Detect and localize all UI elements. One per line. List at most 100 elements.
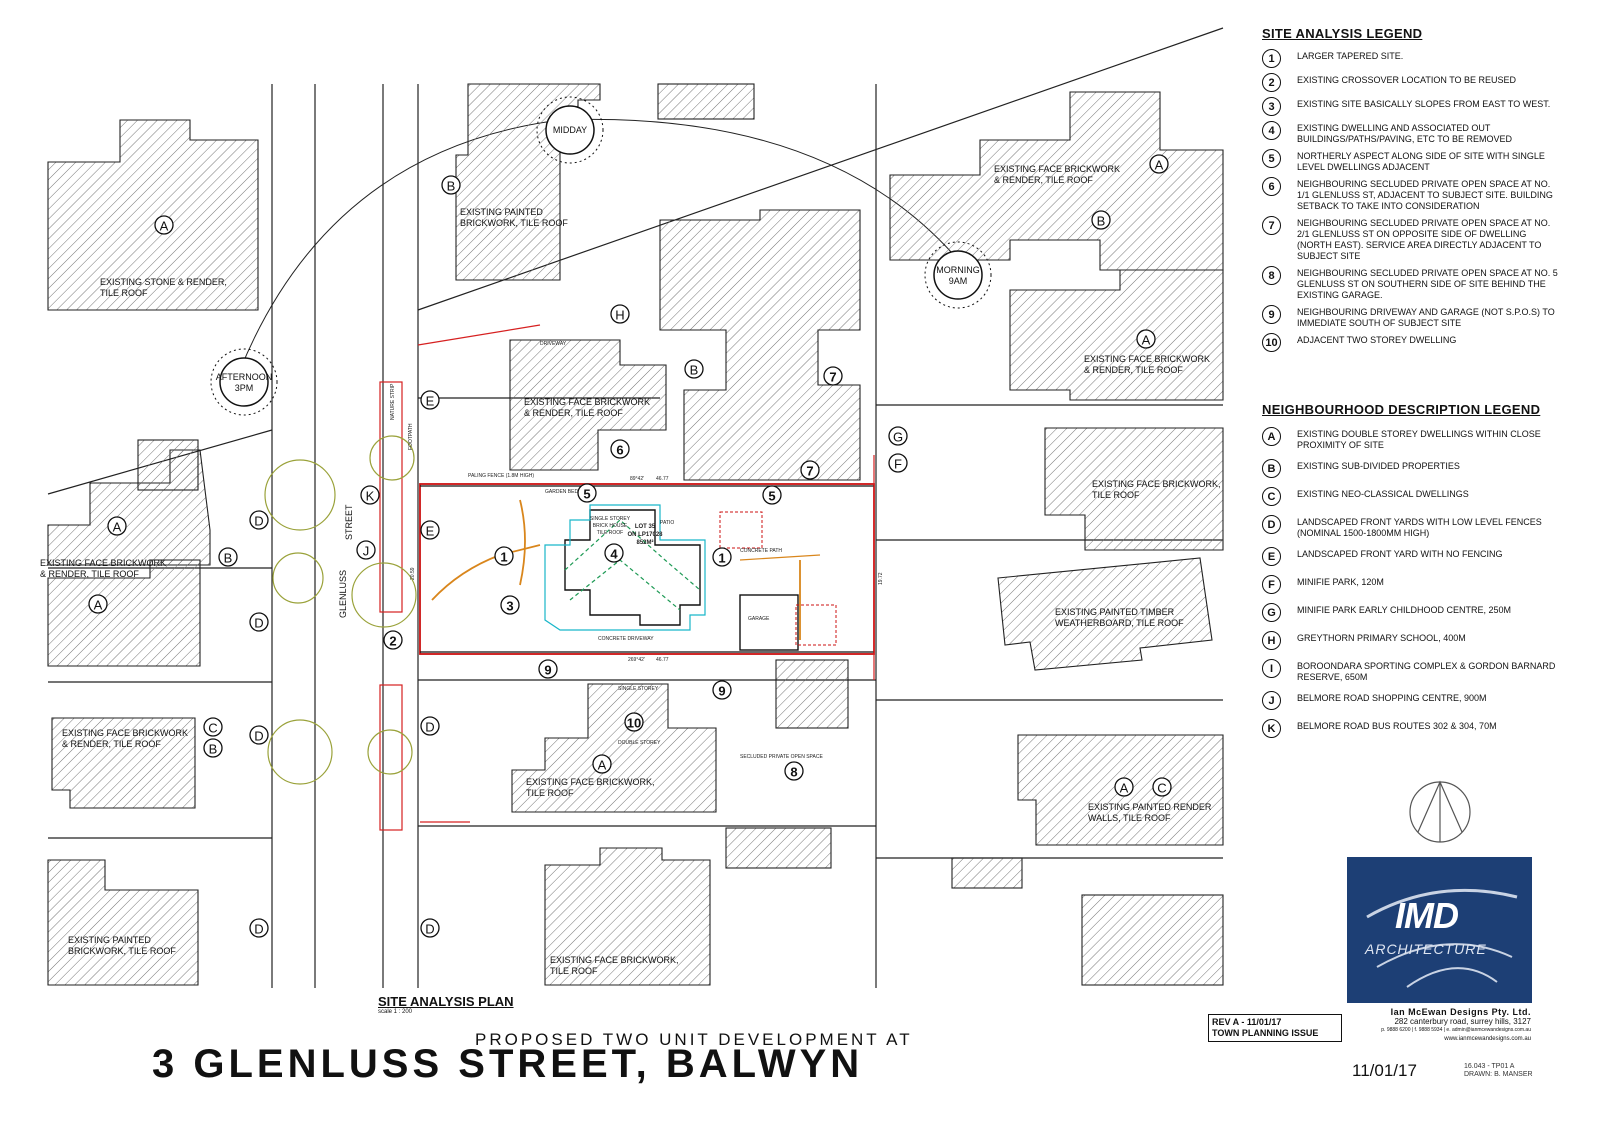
lot-plan: ON LP17028 — [627, 532, 663, 538]
revision-status: TOWN PLANNING ISSUE — [1212, 1028, 1319, 1038]
marker-key: 10 — [627, 716, 641, 731]
bearing-bottom: 269°42' — [628, 657, 645, 663]
building-label: & RENDER, TILE ROOF — [40, 569, 139, 579]
building-b1 — [47, 119, 259, 311]
sun-midday-symbol: MIDDAY — [536, 96, 604, 164]
subject-house-storey: SINGLE STOREY — [590, 516, 631, 522]
width-front: 20.59 — [410, 567, 416, 580]
marker-key: D — [425, 720, 434, 735]
marker-key: A — [113, 520, 122, 535]
site-legend-key-badge: 6 — [1262, 177, 1281, 196]
marker-key: 5 — [768, 489, 775, 504]
neighbourhood-legend-key-badge: E — [1262, 547, 1281, 566]
street-name-glenluss: GLENLUSS — [338, 570, 348, 618]
site-legend-key-badge: 3 — [1262, 97, 1281, 116]
footpath-label: FOOTPATH — [408, 423, 414, 450]
building-label: EXISTING FACE BRICKWORK — [1084, 354, 1210, 364]
neighbourhood-marker: B — [218, 547, 238, 567]
building-label: & RENDER, TILE ROOF — [994, 175, 1093, 185]
revision-number: REV A - 11/01/17 — [1212, 1017, 1282, 1027]
site-legend-marker: 3 — [500, 595, 520, 615]
neighbourhood-legend-key-badge: D — [1262, 515, 1281, 534]
building-label: EXISTING PAINTED RENDER — [1088, 802, 1212, 812]
neighbourhood-marker: E — [420, 390, 440, 410]
fences — [379, 324, 875, 831]
patio-label: PATIO — [660, 520, 674, 526]
logo-initials: IMD — [1395, 895, 1459, 936]
subject-house-roof: TILE ROOF — [597, 530, 623, 536]
marker-key: G — [893, 430, 903, 445]
building-labels: EXISTING STONE & RENDER, TILE ROOF EXIST… — [40, 164, 1221, 976]
marker-key: D — [254, 729, 263, 744]
neighbourhood-legend-text: BOROONDARA SPORTING COMPLEX & GORDON BAR… — [1297, 661, 1556, 682]
building-b3 — [509, 339, 667, 471]
drawing-code: 16.043 - TP01 A — [1464, 1063, 1515, 1070]
marker-key: C — [208, 721, 217, 736]
building-b10a — [51, 717, 196, 809]
neighbourhood-legend-title: NEIGHBOURHOOD DESCRIPTION LEGEND — [1262, 402, 1541, 417]
neighbourhood-marker: C — [203, 717, 223, 737]
plan-scale: scale 1 : 200 — [378, 1009, 413, 1015]
length-top: 46.77 — [656, 476, 669, 482]
neighbourhood-legend-text: EXISTING DOUBLE STOREY DWELLINGS WITHIN … — [1297, 429, 1541, 450]
building-b9b — [47, 559, 201, 667]
site-legend-text: NEIGHBOURING SECLUDED PRIVATE OPEN SPACE… — [1297, 218, 1551, 261]
site-legend-text: EXISTING DWELLING AND ASSOCIATED OUT BUI… — [1297, 123, 1513, 144]
building-label: EXISTING FACE BRICKWORK — [40, 558, 166, 568]
neighbourhood-marker: F — [888, 453, 908, 473]
building-label: BRICKWORK, TILE ROOF — [68, 946, 176, 956]
site-legend-marker: 1 — [494, 546, 514, 566]
neighbourhood-marker: A — [592, 754, 612, 774]
single-storey-label: SINGLE STOREY — [618, 686, 659, 692]
logo-swoosh — [1366, 888, 1518, 988]
site-legend-key-badge: 5 — [1262, 149, 1281, 168]
marker-key: D — [254, 616, 263, 631]
marker-key: 6 — [616, 443, 623, 458]
sun-morning-label: MORNING — [936, 265, 980, 275]
neighbourhood-legend-text: BELMORE ROAD BUS ROUTES 302 & 304, 70m — [1297, 721, 1497, 731]
marker-key: B — [224, 551, 233, 566]
neighbourhood-marker: A — [1149, 154, 1169, 174]
building-label: EXISTING FACE BRICKWORK — [524, 397, 650, 407]
site-legend-text: NEIGHBOURING SECLUDED PRIVATE OPEN SPACE… — [1297, 268, 1558, 300]
site-legend-text: NEIGHBOURING SECLUDED PRIVATE OPEN SPACE… — [1297, 179, 1553, 211]
neighbourhood-marker: H — [610, 304, 630, 324]
road-lines — [47, 27, 1224, 988]
marker-key: A — [1120, 781, 1129, 796]
subject-house — [564, 509, 701, 626]
neighbourhood-marker: A — [88, 594, 108, 614]
neighbourhood-marker: B — [1091, 210, 1111, 230]
building-b8 — [1009, 269, 1224, 401]
bearing-top: 89°42' — [630, 476, 644, 482]
building-label: BRICKWORK, TILE ROOF — [460, 218, 568, 228]
building-se — [1081, 894, 1224, 986]
neighbourhood-marker: D — [249, 918, 269, 938]
neighbourhood-marker: E — [420, 520, 440, 540]
firm-details: Ian McEwan Designs Pty. Ltd. 282 canterb… — [1349, 1008, 1531, 1044]
building-b12 — [47, 859, 199, 986]
project-address: 3 GLENLUSS STREET, BALWYN — [152, 1042, 864, 1086]
marker-key: A — [598, 758, 607, 773]
building-label: EXISTING FACE BRICKWORK — [62, 728, 188, 738]
length-bottom: 46.77 — [656, 657, 669, 663]
marker-key: 7 — [829, 370, 836, 385]
marker-key: 3 — [506, 599, 513, 614]
marker-key: 7 — [806, 464, 813, 479]
marker-key: 1 — [718, 551, 725, 566]
firm-contact: p. 9888 6200 | f. 9888 5934 | e. admin@i… — [1381, 1027, 1531, 1033]
neighbourhood-legend-text: EXISTING SUB-DIVIDED PROPERTIES — [1297, 461, 1460, 471]
garden-bed-label: GARDEN BED — [545, 489, 578, 495]
marker-key: D — [425, 922, 434, 937]
neighbourhood-marker: C — [1152, 777, 1172, 797]
marker-key: A — [94, 598, 103, 613]
building-s1 — [725, 827, 832, 869]
building-label: EXISTING FACE BRICKWORK, — [550, 955, 679, 965]
site-legend-text: NEIGHBOURING DRIVEWAY AND GARAGE (NOT S.… — [1297, 307, 1555, 328]
building-b7 — [997, 557, 1213, 671]
building-label: EXISTING FACE BRICKWORK — [994, 164, 1120, 174]
